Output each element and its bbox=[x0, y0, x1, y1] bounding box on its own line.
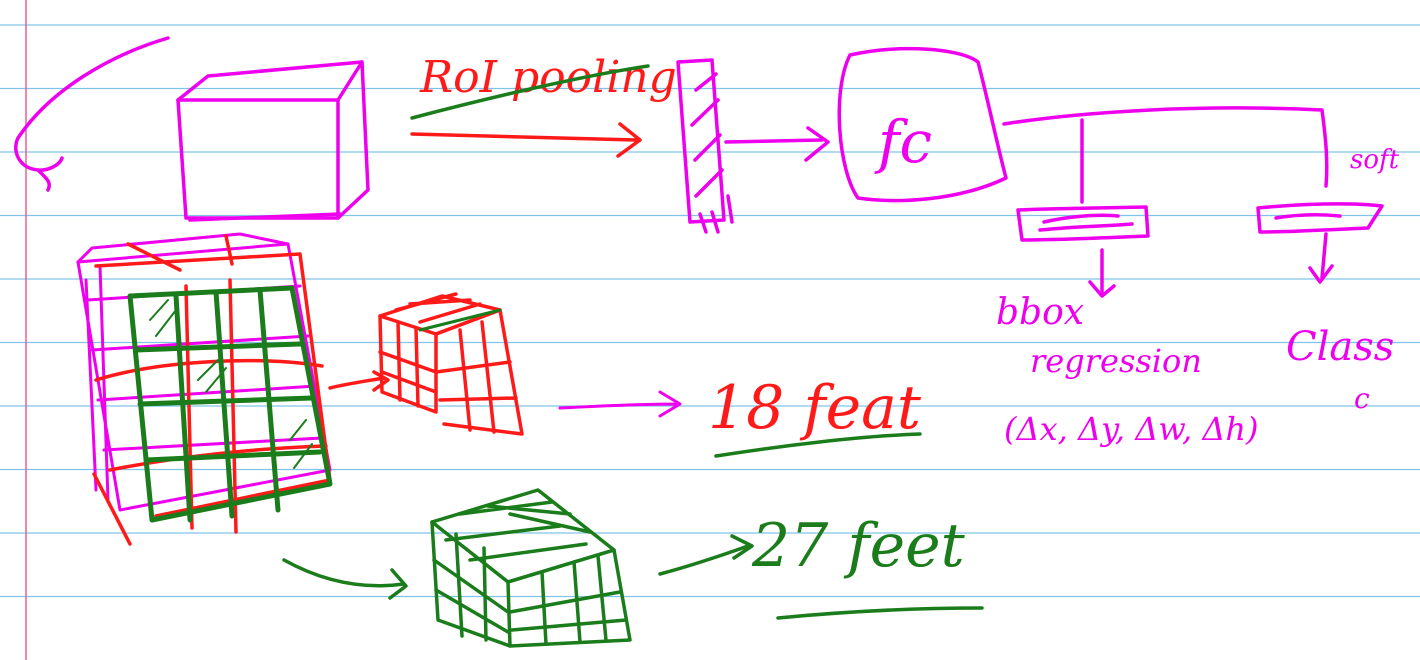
top-labels: fc soft bbox regression (Δx, Δy, Δw, Δh)… bbox=[874, 108, 1400, 448]
fc-output-line bbox=[1002, 106, 1329, 188]
red-grid-cube bbox=[328, 292, 524, 436]
roi-pooling-annotations bbox=[410, 122, 642, 158]
large-grid-cube bbox=[76, 232, 333, 546]
roi-pooling-arrow bbox=[410, 122, 642, 158]
feat18-underline bbox=[714, 432, 922, 458]
feature-map-box bbox=[176, 60, 370, 222]
red-cube-magenta-arrow bbox=[558, 390, 682, 418]
feat27-underline bbox=[776, 606, 984, 620]
pooled-feature-bar bbox=[676, 58, 734, 234]
ruled-lines bbox=[0, 24, 1420, 598]
class-arrow bbox=[1308, 232, 1334, 284]
softmax-label: soft bbox=[1350, 145, 1400, 175]
fc-label: fc bbox=[874, 108, 932, 176]
feat27-label: 27 feet bbox=[751, 511, 966, 581]
input-curve-arrow bbox=[14, 36, 170, 192]
feat18-label: 18 feat bbox=[708, 373, 922, 443]
red-cube-green-edge bbox=[418, 308, 502, 332]
deltas-label: (Δx, Δy, Δw, Δh) bbox=[1004, 410, 1259, 448]
top-pipeline bbox=[14, 36, 1384, 298]
roi-underline bbox=[410, 64, 650, 120]
green-grid-cube bbox=[282, 488, 754, 648]
class-c-label: c bbox=[1354, 382, 1370, 415]
bbox-label: bbox bbox=[996, 292, 1084, 333]
regression-label: regression bbox=[1030, 342, 1202, 380]
bbox-output-rect bbox=[1016, 205, 1150, 242]
arrow-to-fc bbox=[724, 126, 830, 162]
fc-box bbox=[837, 46, 1008, 203]
bbox-arrow bbox=[1088, 248, 1116, 298]
class-label: Class bbox=[1286, 324, 1394, 370]
roi-pooling-label: RoI pooling bbox=[419, 52, 677, 103]
class-output-rect bbox=[1256, 202, 1384, 234]
